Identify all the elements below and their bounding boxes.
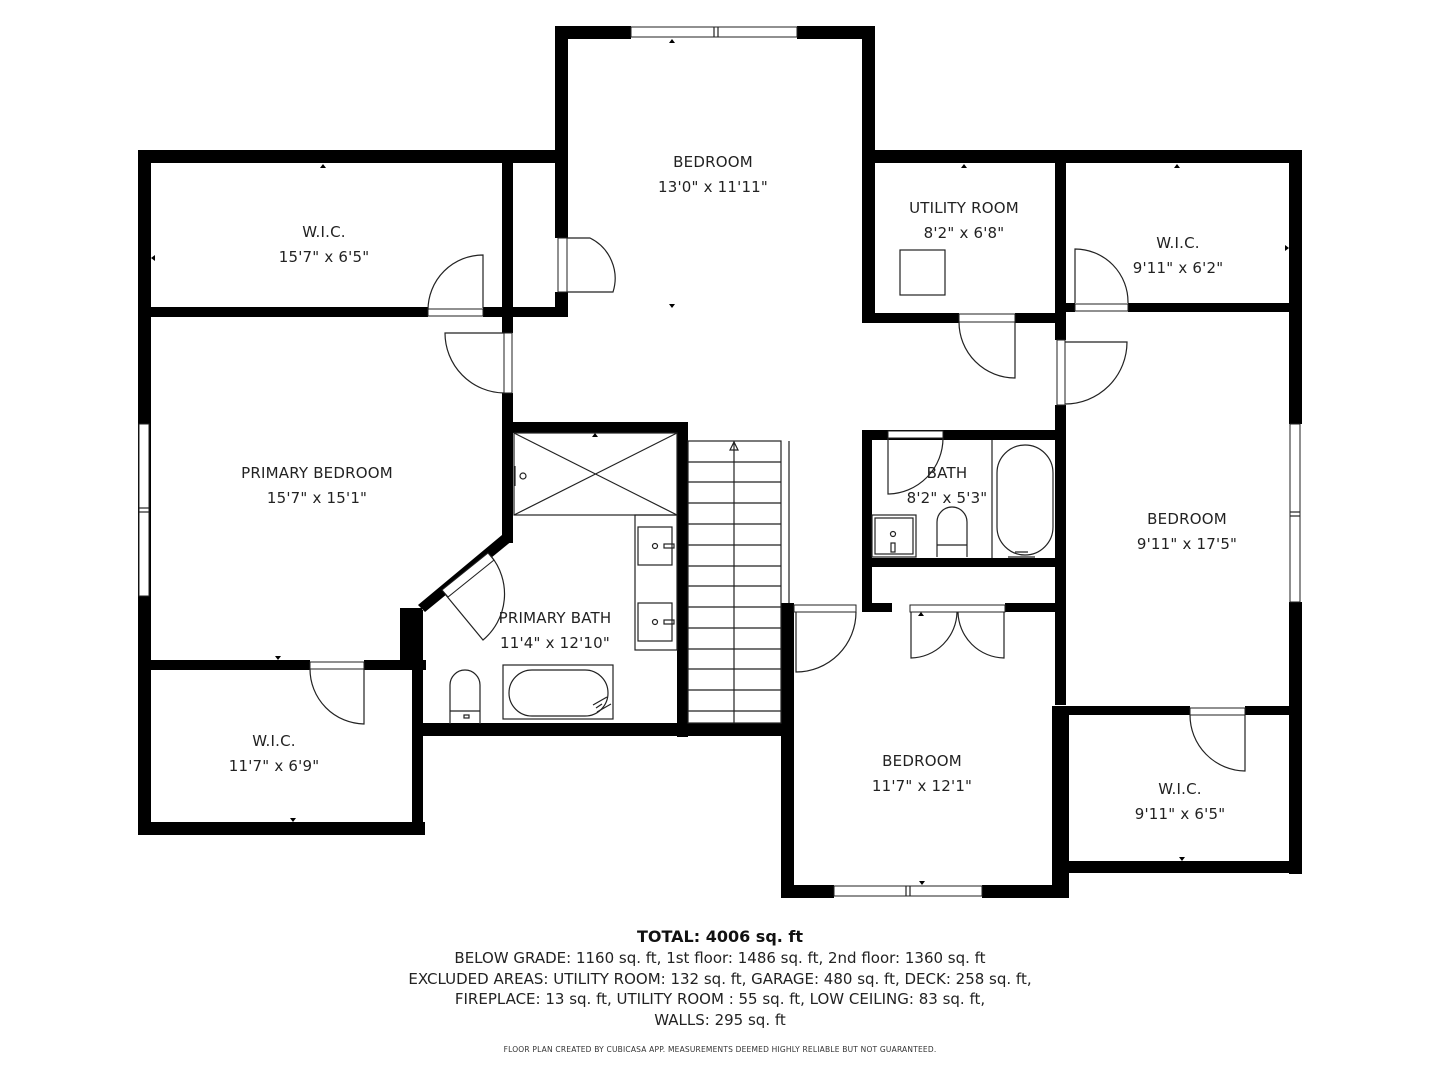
toilet-icon (449, 669, 481, 724)
fixtures (449, 249, 1054, 724)
room-bedroom-east: BEDROOM 9'11" x 17'5" (1137, 507, 1237, 557)
room-dimensions: 8'2" x 6'8" (923, 224, 1005, 242)
disclaimer: FLOOR PLAN CREATED BY CUBICASA APP. MEAS… (503, 1045, 937, 1054)
room-name: PRIMARY BEDROOM (241, 464, 393, 482)
room-name: BATH (926, 464, 968, 482)
room-dimensions: 11'4" x 12'10" (499, 634, 611, 652)
room-name: W.I.C. (1156, 234, 1200, 252)
room-wic-ne: W.I.C. 9'11" x 6'2" (1133, 231, 1224, 281)
bathtub-icon (991, 440, 1054, 558)
water-heater-icon (899, 249, 946, 296)
total-area: TOTAL: 4006 sq. ft (636, 927, 804, 946)
room-name: W.I.C. (252, 732, 296, 750)
room-name: BEDROOM (1147, 510, 1227, 528)
room-dimensions: 9'11" x 6'5" (1134, 805, 1226, 823)
room-name: UTILITY ROOM (909, 199, 1019, 217)
room-wic-nw: W.I.C. 15'7" x 6'5" (279, 220, 370, 270)
room-dimensions: 13'0" x 11'11" (657, 178, 769, 196)
room-primary-bath: PRIMARY BATH 11'4" x 12'10" (499, 606, 612, 656)
room-dimensions: 11'7" x 12'1" (871, 777, 973, 795)
room-wic-sw: W.I.C. 11'7" x 6'9" (229, 729, 320, 779)
area-breakdown-line: BELOW GRADE: 1160 sq. ft, 1st floor: 148… (454, 949, 986, 967)
bathtub-icon (502, 664, 614, 720)
dimension-markers (151, 39, 1289, 885)
room-name: BEDROOM (673, 153, 753, 171)
room-dimensions: 15'7" x 6'5" (278, 248, 370, 266)
room-wic-se: W.I.C. 9'11" x 6'5" (1135, 777, 1226, 827)
excluded-areas-line: EXCLUDED AREAS: UTILITY ROOM: 132 sq. ft… (408, 969, 1032, 988)
area-summary: TOTAL: 4006 sq. ft BELOW GRADE: 1160 sq.… (0, 926, 1440, 1030)
room-primary-bedroom: PRIMARY BEDROOM 15'7" x 15'1" (241, 461, 393, 511)
room-utility: UTILITY ROOM 8'2" x 6'8" (909, 196, 1019, 246)
room-dimensions: 11'7" x 6'9" (228, 757, 320, 775)
room-name: W.I.C. (1158, 780, 1202, 798)
room-bedroom-south: BEDROOM 11'7" x 12'1" (872, 749, 972, 799)
windows (138, 26, 1301, 897)
doors (309, 237, 1246, 772)
room-dimensions: 9'11" x 17'5" (1136, 535, 1238, 553)
room-dimensions: 15'7" x 15'1" (266, 489, 368, 507)
excluded-areas-line: FIREPLACE: 13 sq. ft, UTILITY ROOM : 55 … (454, 990, 986, 1008)
room-name: W.I.C. (302, 223, 346, 241)
room-name: BEDROOM (882, 752, 962, 770)
room-name: PRIMARY BATH (498, 609, 612, 627)
double-vanity-icon (634, 514, 678, 651)
stairs-icon (687, 440, 790, 724)
room-dimensions: 9'11" x 6'2" (1132, 259, 1224, 277)
shower-icon (513, 432, 678, 516)
room-bath: BATH 8'2" x 5'3" (907, 461, 988, 511)
toilet-icon (936, 506, 968, 557)
room-bedroom-north: BEDROOM 13'0" x 11'11" (658, 150, 768, 200)
sink-icon (871, 514, 917, 558)
walls-area-line: WALLS: 295 sq. ft (654, 1010, 786, 1029)
room-dimensions: 8'2" x 5'3" (906, 489, 988, 507)
